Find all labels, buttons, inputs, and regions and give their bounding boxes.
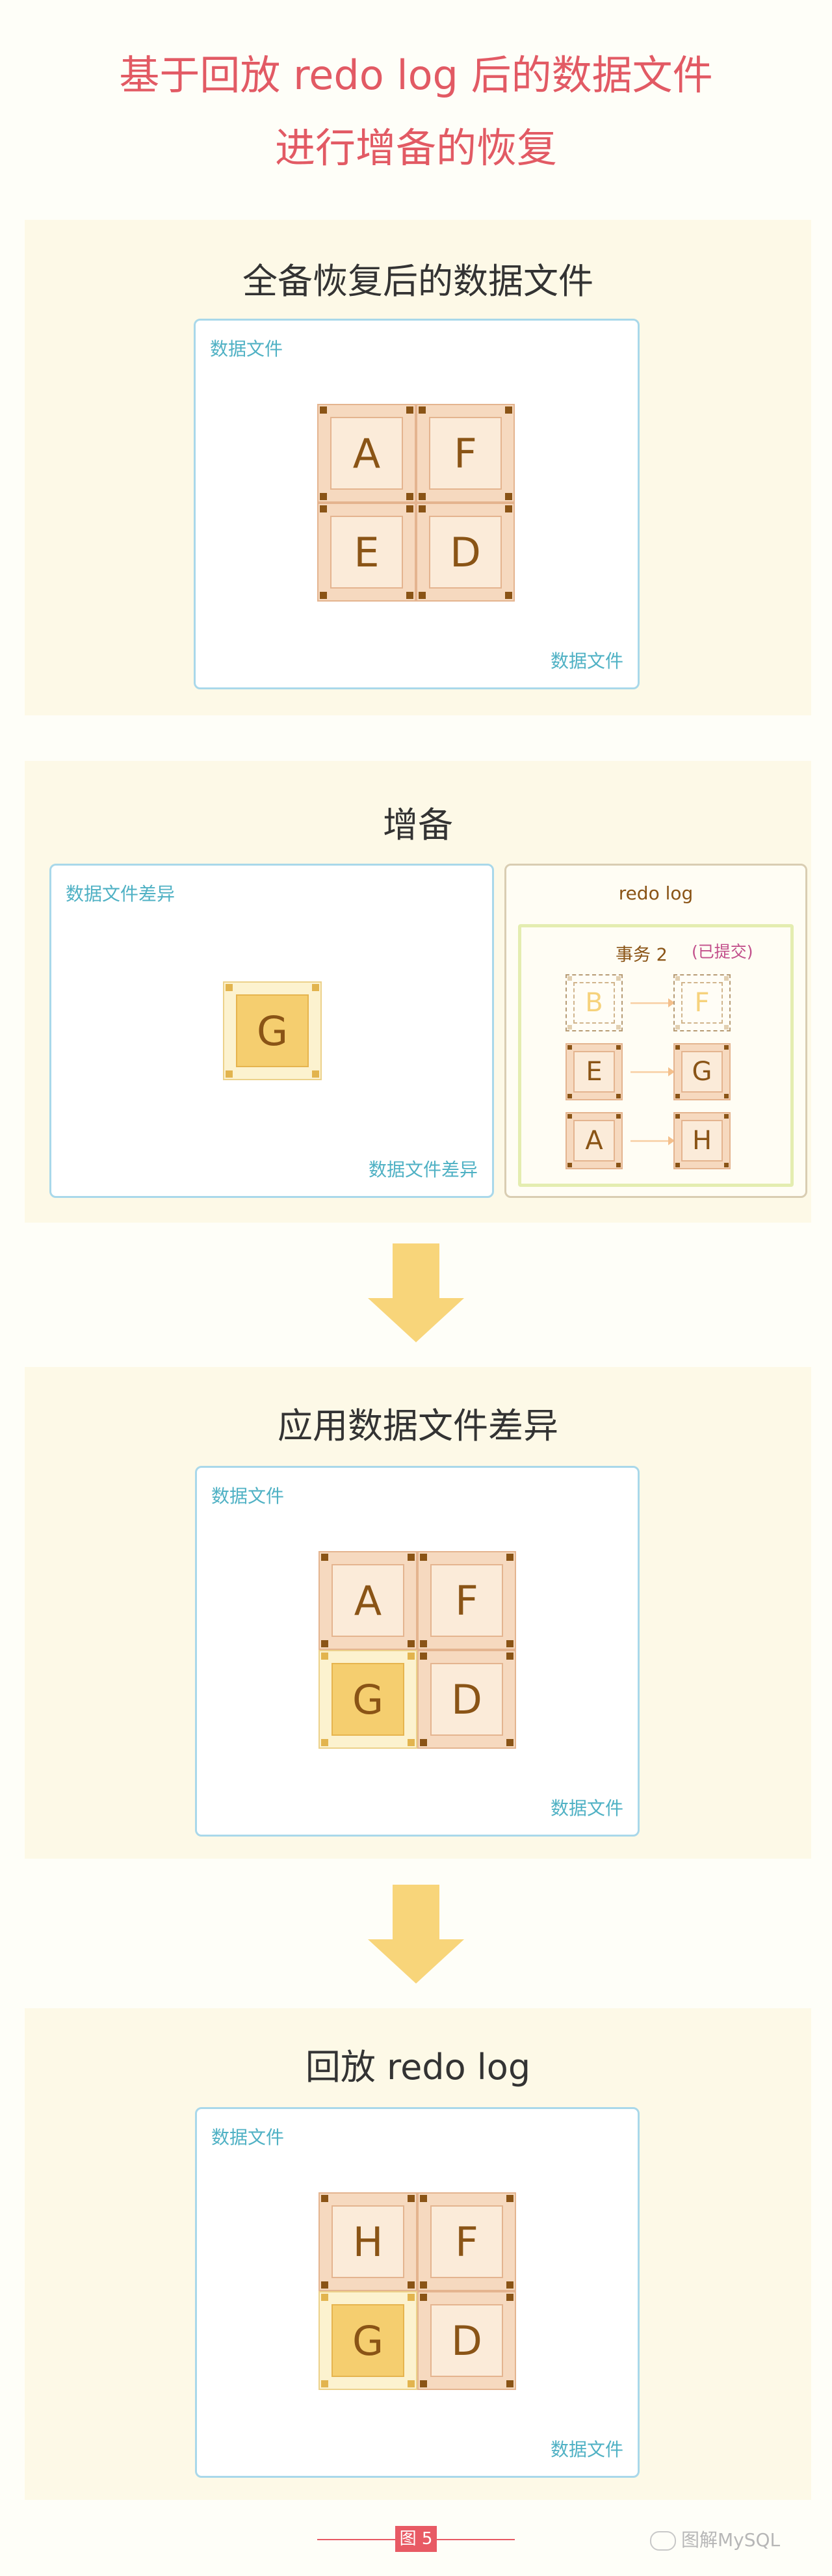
data-block: F bbox=[417, 1551, 516, 1650]
section-title: 全备恢复后的数据文件 bbox=[242, 261, 593, 302]
arrow bbox=[630, 998, 675, 1007]
panel-label-bottom: 数据文件 bbox=[550, 1798, 623, 1819]
panel-label-bottom: 数据文件差异 bbox=[368, 1159, 478, 1180]
data-block: F bbox=[417, 2192, 516, 2291]
data-block: G bbox=[318, 2291, 417, 2390]
panel-label-top: 数据文件 bbox=[211, 1485, 285, 1507]
redo-log-label: redo log bbox=[618, 883, 694, 904]
section-apply-diff: 应用数据文件差异 数据文件 数据文件 A F G D bbox=[25, 1367, 811, 1859]
data-block: A bbox=[317, 404, 416, 503]
transaction-status: (已提交) bbox=[692, 942, 753, 961]
arrow bbox=[630, 1136, 675, 1145]
footer-line-right bbox=[437, 2539, 515, 2540]
transaction-label: 事务 2 bbox=[616, 945, 668, 965]
footer-line-left bbox=[317, 2539, 395, 2540]
watermark-text: 图解MySQL bbox=[681, 2529, 781, 2551]
page-title-line-1: 基于回放 redo log 后的数据文件 bbox=[119, 51, 713, 99]
datafile-panel: 数据文件 数据文件 A F E D bbox=[194, 319, 640, 689]
section-title: 增备 bbox=[383, 804, 453, 845]
arrow bbox=[630, 1067, 675, 1076]
section-incremental: 增备 数据文件差异 数据文件差异 G redo log 事务 2 (已提交) B… bbox=[25, 761, 811, 1223]
data-block: A bbox=[318, 1551, 417, 1650]
panel-label-bottom: 数据文件 bbox=[550, 650, 623, 672]
redo-block: B bbox=[566, 974, 623, 1031]
data-block: G bbox=[318, 1650, 417, 1749]
panel-label-top: 数据文件 bbox=[210, 338, 283, 360]
panel-label-top: 数据文件 bbox=[211, 2127, 285, 2148]
watermark: 图解MySQL bbox=[650, 2526, 780, 2552]
data-block: D bbox=[416, 503, 515, 602]
datafile-diff-panel: 数据文件差异 数据文件差异 G bbox=[49, 864, 494, 1198]
redo-log-panel: redo log 事务 2 (已提交) B F E G A H bbox=[504, 864, 807, 1198]
down-arrow-icon bbox=[368, 1885, 464, 1984]
redo-block: G bbox=[673, 1043, 731, 1100]
redo-block: A bbox=[566, 1112, 623, 1169]
data-block: H bbox=[318, 2192, 417, 2291]
data-block: G bbox=[223, 981, 322, 1080]
data-block: D bbox=[417, 1650, 516, 1749]
data-block: E bbox=[317, 503, 416, 602]
section-title: 回放 redo log bbox=[305, 2047, 531, 2088]
panel-label-top: 数据文件差异 bbox=[66, 883, 176, 905]
transaction-box: 事务 2 (已提交) B F E G A H bbox=[518, 924, 794, 1187]
section-full-backup: 全备恢复后的数据文件 数据文件 数据文件 A F E D bbox=[25, 220, 811, 715]
datafile-panel: 数据文件 数据文件 A F G D bbox=[195, 1466, 640, 1837]
redo-block: E bbox=[566, 1043, 623, 1100]
redo-block: H bbox=[673, 1112, 731, 1169]
data-block: D bbox=[417, 2291, 516, 2390]
wechat-icon bbox=[650, 2531, 676, 2551]
page-title-line-2: 进行增备的恢复 bbox=[274, 124, 557, 172]
section-title: 应用数据文件差异 bbox=[278, 1405, 558, 1446]
panel-label-bottom: 数据文件 bbox=[550, 2439, 623, 2460]
figure-label: 图 5 bbox=[395, 2526, 437, 2552]
datafile-panel: 数据文件 数据文件 H F G D bbox=[195, 2107, 640, 2478]
section-replay-redo: 回放 redo log 数据文件 数据文件 H F G D bbox=[25, 2008, 811, 2500]
redo-block: F bbox=[673, 974, 731, 1031]
data-block: F bbox=[416, 404, 515, 503]
down-arrow-icon bbox=[368, 1243, 464, 1342]
